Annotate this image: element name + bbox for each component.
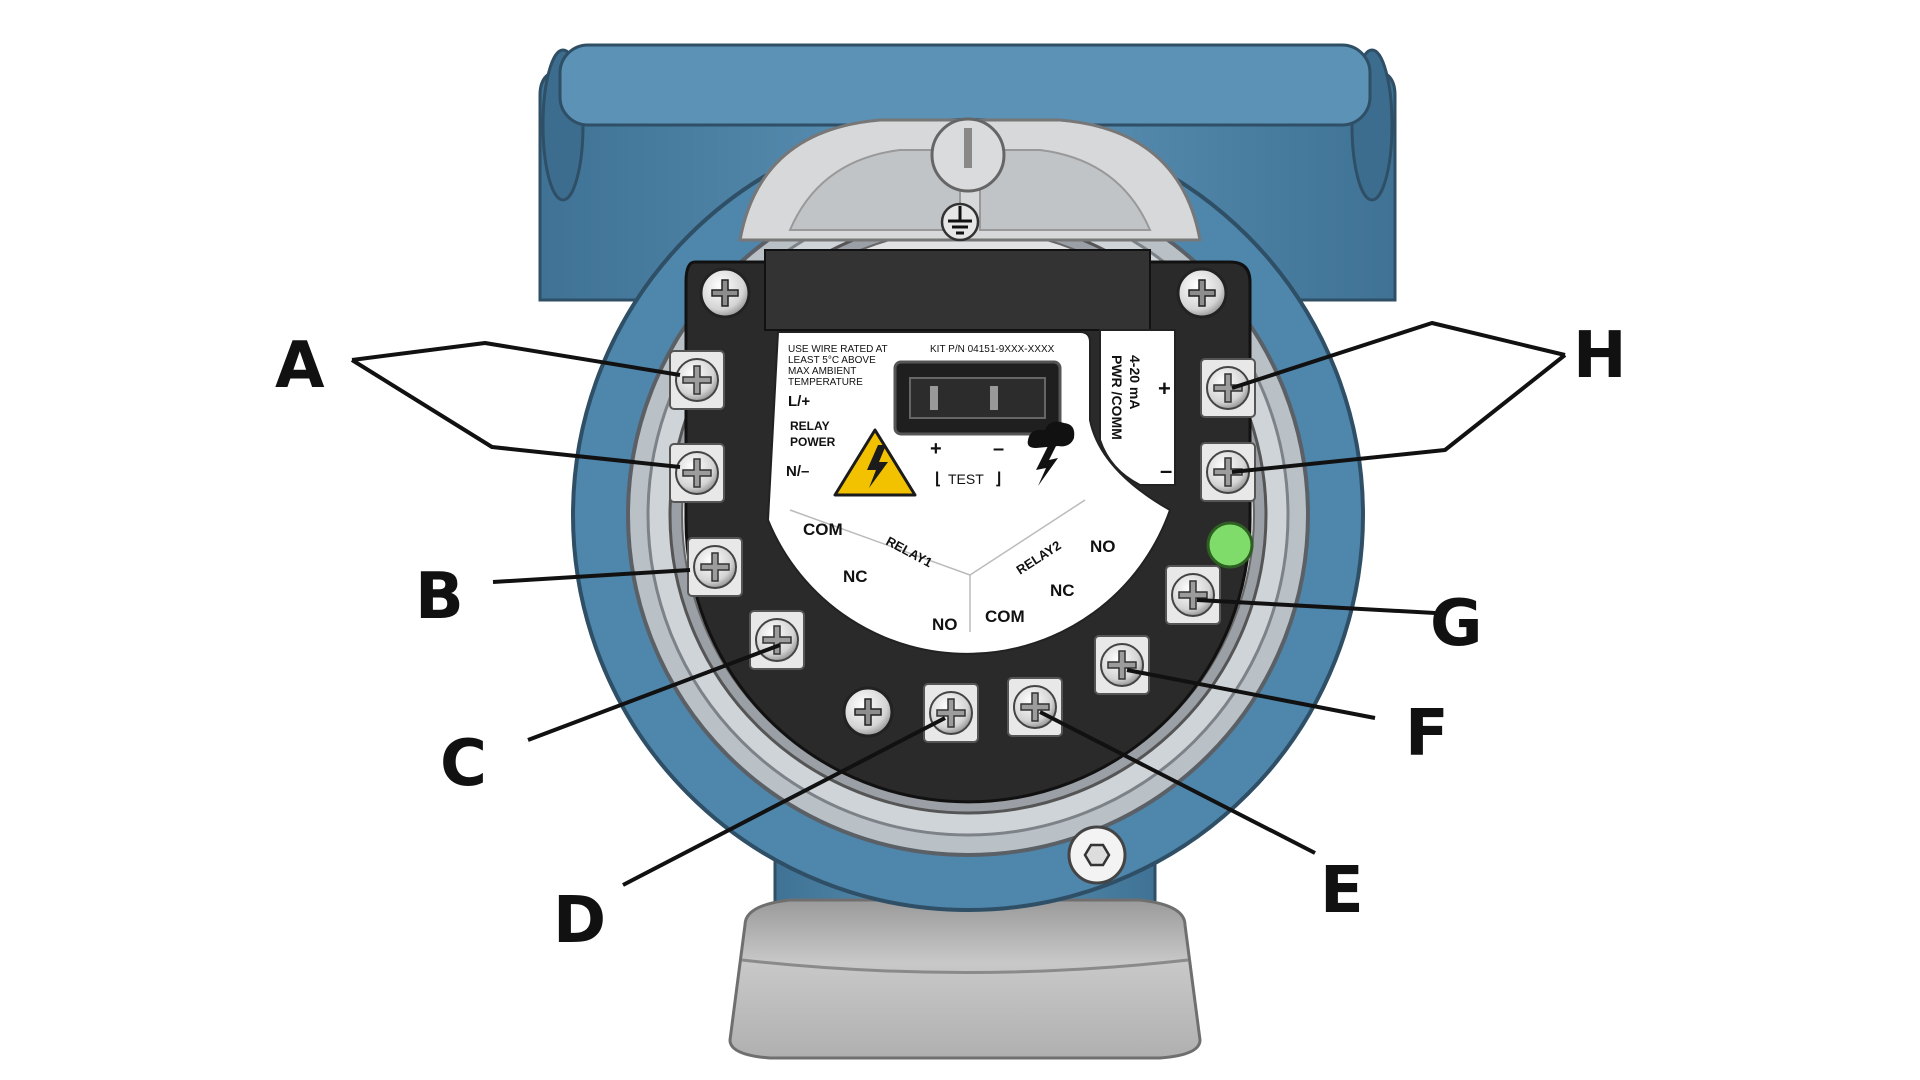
terminal-screw-pwr-plus <box>1200 358 1256 418</box>
label-test-plus: + <box>930 438 942 460</box>
warning-triangle-icon <box>833 428 917 497</box>
ground-symbol-icon <box>940 202 980 242</box>
callout-h: H <box>1573 319 1627 393</box>
callout-d: D <box>553 884 606 958</box>
terminal-screw-relay1-com <box>687 537 743 597</box>
kit-part-number: KIT P/N 04151-9XXX-XXXX <box>930 344 1055 355</box>
label-current-range: 4-20 mA <box>1127 355 1143 409</box>
label-test-bracket: ⌊ <box>935 471 941 488</box>
callout-b: B <box>415 560 464 634</box>
callout-leader-lines <box>350 321 1567 887</box>
label-relay1-no: NO <box>932 615 958 634</box>
label-pwr-plus: + <box>1158 376 1171 401</box>
mounting-screw <box>699 267 751 319</box>
label-relay2-com: COM <box>985 607 1025 626</box>
callout-g: G <box>1430 587 1483 661</box>
terminal-block: USE WIRE RATED AT LEAST 5°C ABOVE MAX AM… <box>669 249 1256 804</box>
terminal-screw-relay2-com <box>1007 677 1063 737</box>
label-pwr-comm: PWR /COMM <box>1109 355 1125 440</box>
callout-c: C <box>440 727 487 801</box>
callout-letters: A B C D E F G H <box>275 319 1627 958</box>
terminal-screw-relay2-nc <box>1094 635 1150 695</box>
mounting-screw <box>842 686 894 738</box>
mounting-screw <box>1176 267 1228 319</box>
label-l-plus: L/+ <box>788 393 810 410</box>
callout-a: A <box>275 329 325 403</box>
terminal-screw-relay-power-plus <box>669 350 725 410</box>
hex-socket-icon <box>1067 825 1127 885</box>
terminal-screw-relay-power-minus <box>669 443 725 503</box>
label-relay2-no: NO <box>1090 537 1116 556</box>
terminal-screw-relay1-no <box>923 683 979 743</box>
label-test-minus: – <box>993 438 1004 460</box>
label-test-bracket: ⌋ <box>995 471 1001 488</box>
terminal-screw-relay2-no <box>1165 565 1221 625</box>
label-test: TEST <box>948 471 984 487</box>
lightning-bolt-icon <box>1027 421 1075 486</box>
label-relay-power: RELAY POWER <box>790 419 836 449</box>
label-relay1-com: COM <box>803 520 843 539</box>
label-n-minus: N/– <box>786 463 809 480</box>
callout-e: E <box>1320 854 1364 928</box>
label-pwr-minus: – <box>1160 458 1172 483</box>
terminal-screw-relay1-nc <box>749 610 805 670</box>
label-relay2-nc: NC <box>1050 581 1075 600</box>
wire-rating-note: USE WIRE RATED AT LEAST 5°C ABOVE MAX AM… <box>788 344 890 388</box>
status-led <box>1206 521 1254 569</box>
callout-f: F <box>1405 697 1449 771</box>
label-relay1-nc: NC <box>843 567 868 586</box>
